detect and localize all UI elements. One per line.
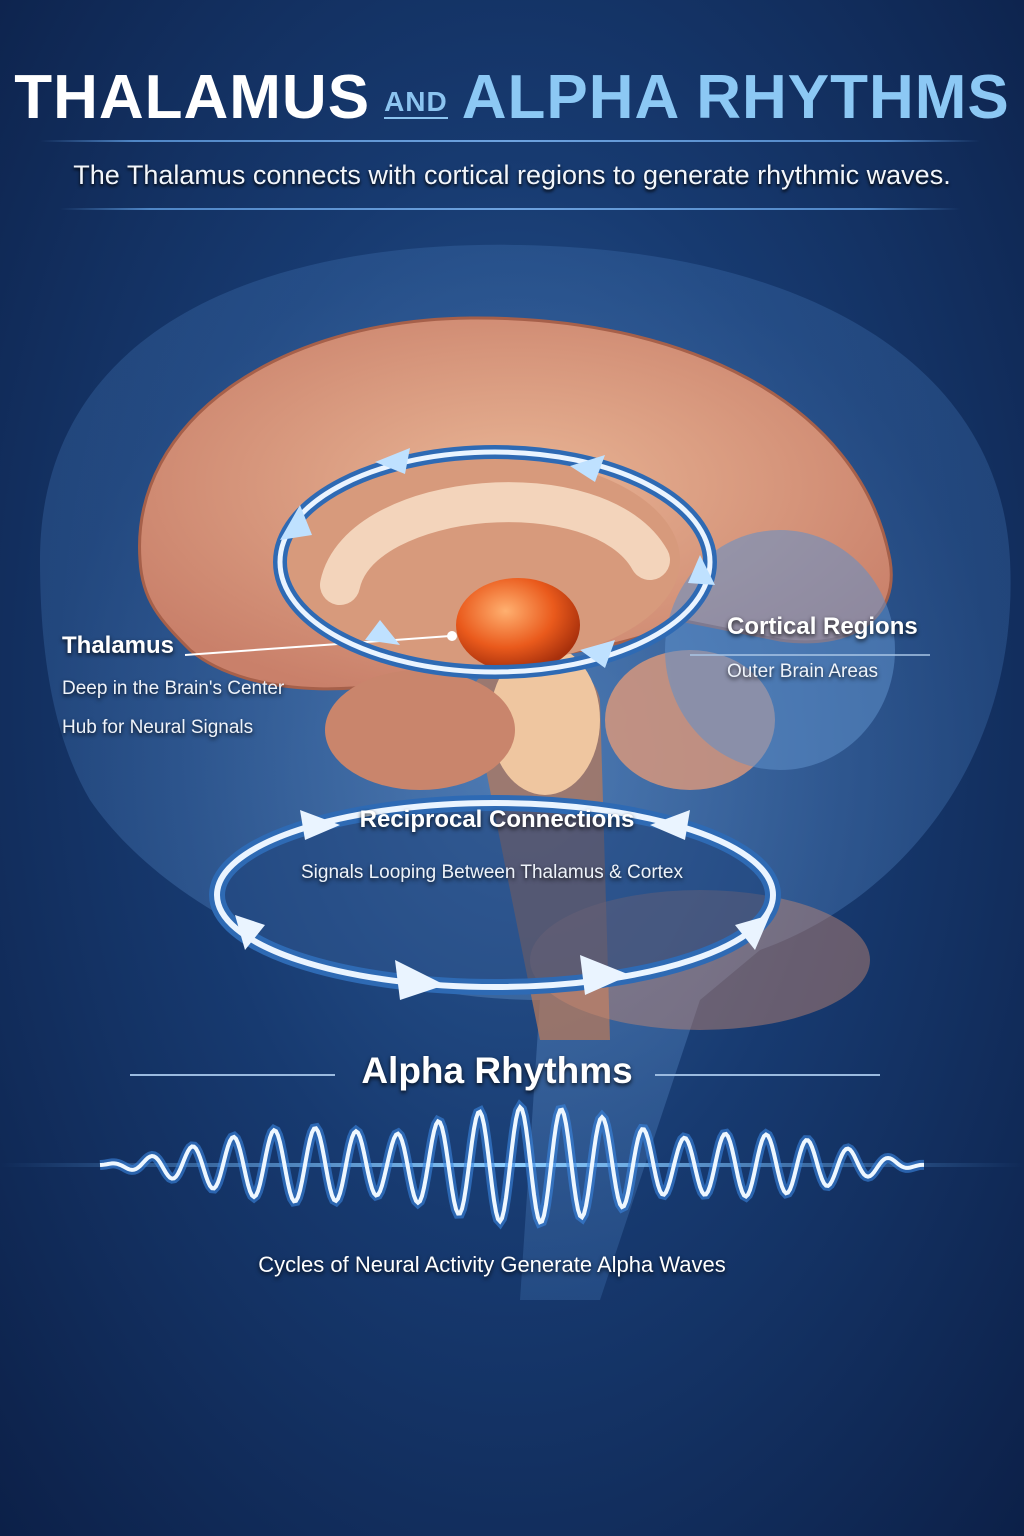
upper-loop-arrows xyxy=(273,445,717,679)
alpha-rhythms-caption: Cycles of Neural Activity Generate Alpha… xyxy=(258,1252,726,1277)
cortical-regions-desc: Outer Brain Areas xyxy=(727,661,879,682)
subtitle: The Thalamus connects with cortical regi… xyxy=(73,160,951,190)
title-alpha-rhythms: ALPHA RHYTHMS xyxy=(461,63,1010,132)
title-and: AND xyxy=(384,85,448,119)
thalamus-label: Thalamus xyxy=(62,632,175,659)
thalamus-desc-1: Deep in the Brain's Center xyxy=(62,678,285,699)
thalamus-desc-2: Hub for Neural Signals xyxy=(62,717,254,738)
reciprocal-connections-desc: Signals Looping Between Thalamus & Corte… xyxy=(301,862,683,883)
reciprocal-connections-label: Reciprocal Connections xyxy=(359,806,635,833)
reciprocal-loop-arrows xyxy=(209,795,781,1000)
cortical-regions-label: Cortical Regions xyxy=(727,613,918,640)
subtitle-divider xyxy=(60,208,960,210)
thalamus-structure xyxy=(184,578,930,672)
title-thalamus: THALAMUS xyxy=(14,63,371,132)
alpha-rhythms-heading: Alpha Rhythms xyxy=(361,1050,633,1091)
alpha-wave xyxy=(0,1099,1024,1230)
title-divider xyxy=(40,140,980,142)
page-title: THALAMUS AND ALPHA RHYTHMS xyxy=(0,62,1024,133)
